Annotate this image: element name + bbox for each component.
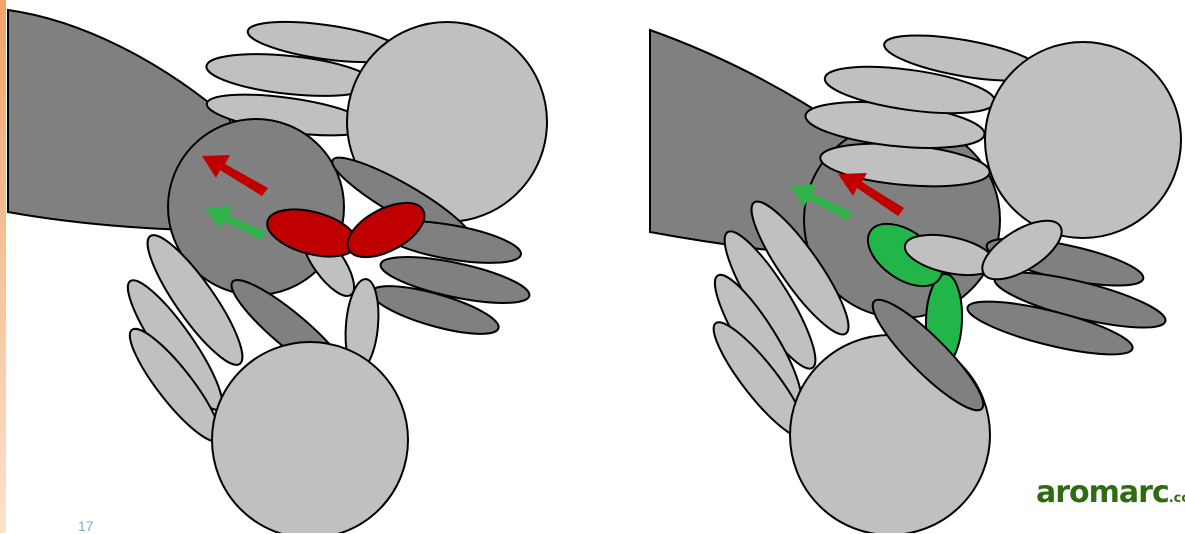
aromarc-logo: aromarc.com xyxy=(1036,478,1185,508)
right-panel xyxy=(650,26,1181,533)
logo-main-text: aromarc xyxy=(1036,475,1169,510)
slide-number: 17 xyxy=(78,518,94,534)
right-large-circle-top xyxy=(985,42,1181,238)
logo-suffix-text: .com xyxy=(1169,491,1185,506)
left-large-circle-bottom xyxy=(212,342,408,533)
left-panel xyxy=(8,10,547,533)
